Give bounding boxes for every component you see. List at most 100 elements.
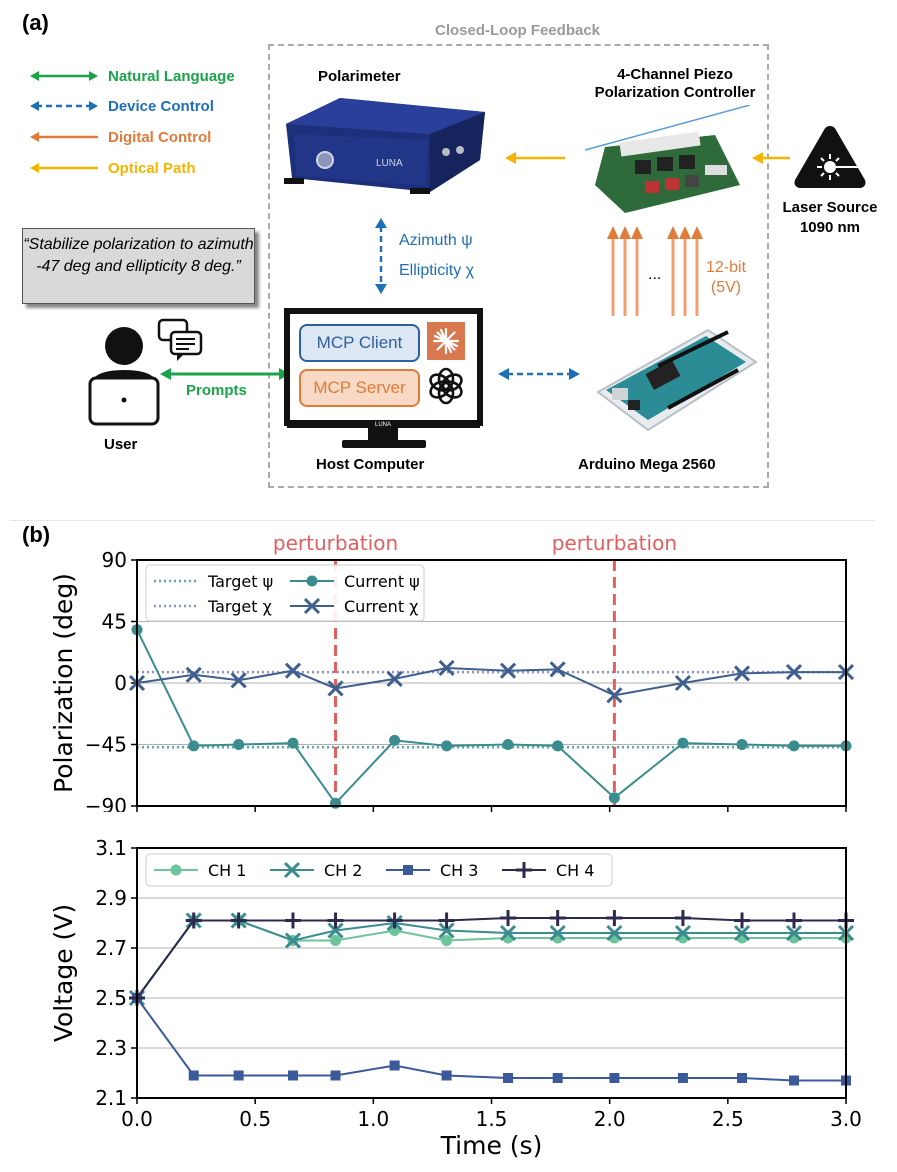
series-line xyxy=(136,629,846,805)
digital-control-arrows xyxy=(607,226,703,316)
data-point xyxy=(287,737,299,749)
data-point xyxy=(284,912,301,929)
natural-language-arrow xyxy=(160,368,290,380)
data-point xyxy=(789,1075,800,1086)
user-icon xyxy=(88,327,160,426)
data-point xyxy=(786,912,803,929)
device-control-vertical-arrow xyxy=(375,218,387,294)
data-point xyxy=(386,670,403,687)
data-point xyxy=(606,687,623,704)
legend-label: Target ψ xyxy=(207,572,273,591)
series-line xyxy=(136,997,846,1082)
legend-label: Current χ xyxy=(344,597,418,616)
series-ch-4 xyxy=(129,910,854,1006)
piezo-controller-board-icon xyxy=(584,105,750,213)
legend-marker xyxy=(306,575,318,587)
legend-marker xyxy=(170,864,182,876)
y-tick-label: 2.3 xyxy=(95,1036,127,1060)
closed-loop-title: Closed-Loop Feedback xyxy=(400,22,635,39)
laser-source-label: Laser Source 1090 nm xyxy=(782,199,878,236)
mcp-client-box: MCP Client xyxy=(299,324,420,362)
data-point xyxy=(674,674,691,692)
data-point xyxy=(389,734,401,746)
y-tick-label: 45 xyxy=(102,610,127,634)
data-point xyxy=(438,912,455,929)
data-point xyxy=(327,912,344,929)
bit-depth-label: 12-bit (5V) xyxy=(706,259,747,296)
optical-path-arrow xyxy=(752,152,790,164)
data-point xyxy=(503,1073,514,1083)
legend-digital-control: Digital Control xyxy=(30,127,211,147)
data-point xyxy=(677,1073,688,1083)
data-point xyxy=(441,1070,452,1081)
legend-marker xyxy=(516,862,532,878)
data-point xyxy=(736,739,748,750)
y-tick-label: −90 xyxy=(85,794,127,812)
data-point xyxy=(233,739,245,750)
dashed-double-arrow-icon xyxy=(30,101,98,111)
legend-entry: Target χ xyxy=(154,597,272,616)
data-point xyxy=(609,1073,620,1083)
data-point xyxy=(788,740,800,752)
data-point xyxy=(230,912,247,929)
panel-divider xyxy=(10,520,875,521)
series-line xyxy=(136,666,846,697)
data-point xyxy=(389,1060,400,1071)
y-tick-label: 2.9 xyxy=(95,886,127,910)
optical-path-arrow xyxy=(505,152,565,164)
perturbation-label: perturbation xyxy=(552,531,677,555)
data-point xyxy=(499,924,517,942)
data-point xyxy=(549,661,566,678)
data-point xyxy=(499,662,517,679)
x-tick-label: 3.0 xyxy=(830,1107,862,1131)
double-arrow-icon xyxy=(30,71,98,81)
legend-label: CH 2 xyxy=(324,861,362,880)
legend-label: CH 4 xyxy=(556,861,594,880)
legend-optical-path: Optical Path xyxy=(30,158,196,178)
user-label: User xyxy=(104,436,138,453)
series-current- xyxy=(131,624,852,809)
plot-frame xyxy=(136,847,847,1099)
legend-entry: Current χ xyxy=(290,597,418,616)
data-point xyxy=(441,740,453,752)
polarimeter-label: Polarimeter xyxy=(318,68,401,85)
left-arrow-icon xyxy=(30,132,98,142)
y-axis-label: Polarization (deg) xyxy=(49,573,78,793)
legend-marker xyxy=(283,861,301,879)
data-point xyxy=(284,662,302,679)
plot-frame xyxy=(136,559,847,807)
x-tick-label: 2.0 xyxy=(594,1107,626,1131)
data-point xyxy=(549,910,566,926)
data-point xyxy=(327,922,344,939)
legend-label: CH 1 xyxy=(208,861,246,880)
data-point xyxy=(500,910,517,926)
data-point xyxy=(287,1070,298,1081)
polarimeter-device-icon: LUNA xyxy=(284,98,485,194)
legend-label: Target χ xyxy=(207,597,272,616)
data-point xyxy=(188,1070,199,1081)
data-point xyxy=(785,664,803,681)
panel-b-label: (b) xyxy=(22,522,51,547)
left-arrow-icon xyxy=(30,163,98,173)
x-axis-label: Time (s) xyxy=(440,1131,543,1160)
series-current- xyxy=(128,659,855,704)
ellipsis-text: ... xyxy=(648,266,662,283)
data-point xyxy=(386,912,403,929)
prompts-label: Prompts xyxy=(186,382,247,399)
x-tick-label: 2.5 xyxy=(712,1107,744,1131)
data-point xyxy=(677,737,689,749)
data-point xyxy=(737,1073,748,1083)
data-point xyxy=(606,910,623,926)
data-point xyxy=(438,659,455,677)
device-control-horizontal-arrow xyxy=(498,368,580,380)
x-tick-label: 1.0 xyxy=(357,1107,389,1131)
monitor-brand: LUNA xyxy=(375,422,391,428)
data-point xyxy=(327,680,344,697)
data-point xyxy=(785,924,803,942)
controller-label: 4-Channel Piezo Polarization Controller xyxy=(594,66,756,101)
legend-device-control: Device Control xyxy=(30,96,214,116)
data-point xyxy=(549,924,566,942)
ellipticity-label: Ellipticity χ xyxy=(399,262,475,279)
